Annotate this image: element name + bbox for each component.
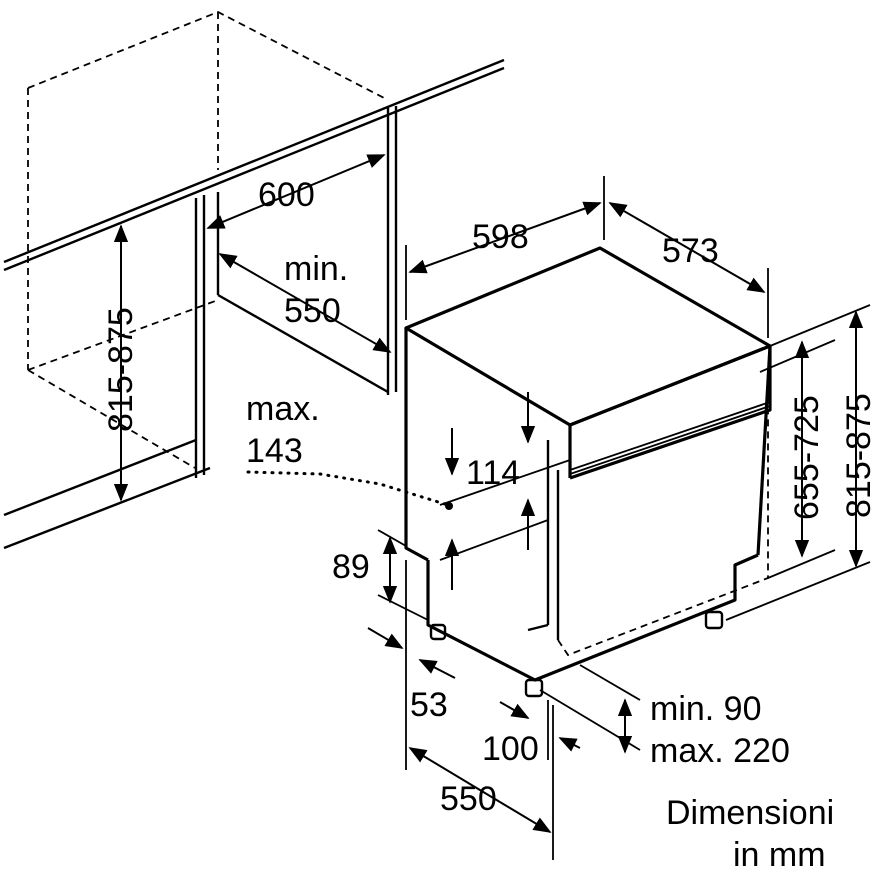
foot-depth-label: 100: [482, 730, 539, 768]
dishwasher: [404, 246, 772, 698]
foot-offset-label: 53: [410, 686, 448, 724]
niche-width-label: 600: [258, 176, 315, 214]
niche-depth-label-2: 550: [284, 292, 341, 330]
plinth-gap-label-1: min. 90: [650, 690, 762, 728]
appliance-depth-label: 573: [662, 232, 719, 270]
panel-max-label-1: max.: [246, 390, 320, 428]
caption-line-2: in mm: [733, 836, 826, 874]
panel-max-label-2: 143: [246, 432, 303, 470]
niche-height-label: 815-875: [102, 307, 140, 432]
caption-line-1: Dimensioni: [666, 794, 834, 832]
plinth-gap-label-2: max. 220: [650, 732, 790, 770]
niche-depth-label-1: min.: [284, 250, 348, 288]
dimension-lines: [113, 154, 871, 860]
base-depth-label: 550: [440, 780, 497, 818]
panel-height-label: 114: [466, 454, 520, 492]
plinth-label: 89: [332, 548, 370, 586]
appliance-width-label: 598: [472, 218, 529, 256]
appliance-height-inner-label: 655-725: [788, 395, 826, 520]
appliance-height-label: 815-875: [840, 393, 878, 518]
